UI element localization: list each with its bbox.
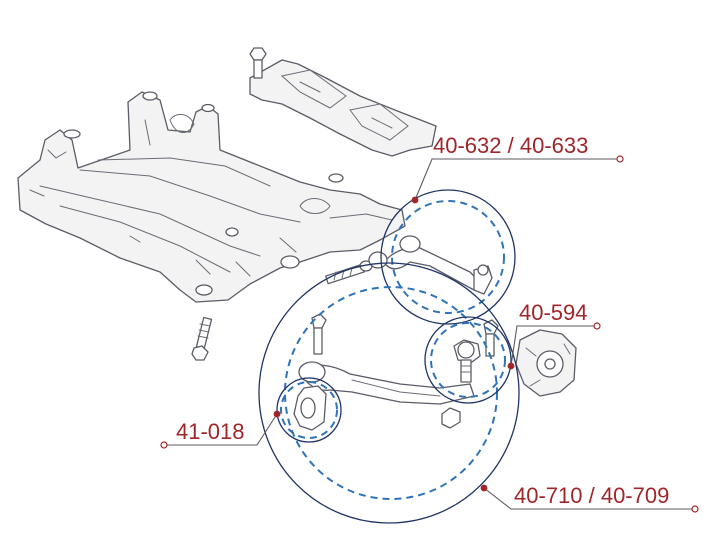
upper-control-arm xyxy=(368,235,493,295)
upper-arm-part-number: 40-632 / 40-633 xyxy=(433,133,589,158)
bushing-leader-end xyxy=(160,441,168,449)
lower-arm-outer-ring xyxy=(258,262,520,524)
lower-arm-part-number: 40-710 / 40-709 xyxy=(514,483,670,508)
upper-arm-leader xyxy=(414,158,617,201)
upper-arm-outer-ring xyxy=(380,189,516,325)
lower-arm-leader-dot xyxy=(480,484,488,492)
leader-lines xyxy=(160,155,699,513)
ball-joint-outer-ring xyxy=(424,316,512,404)
ball-joint xyxy=(453,339,481,383)
bushing-leader-dot xyxy=(273,410,281,418)
ball-joint-dashed-ring xyxy=(430,322,506,398)
ball-joint-bolt xyxy=(483,319,499,357)
lower-control-arm xyxy=(293,361,475,431)
ball-joint-leader xyxy=(510,325,594,367)
ball-joint-leader-end xyxy=(593,322,601,330)
upper-arm-leader-dot xyxy=(411,196,419,204)
upper-arm-leader-end xyxy=(616,155,624,163)
upper-arm-dashed-ring xyxy=(391,200,505,314)
bushing-leader xyxy=(167,413,278,446)
front-subframe xyxy=(17,91,406,303)
bushing-outer-ring xyxy=(276,377,342,443)
control-arm-bolt xyxy=(325,260,373,285)
ball-joint-leader-dot xyxy=(507,362,515,370)
lower-arm-leader-end xyxy=(691,505,699,513)
lower-arm-leader xyxy=(483,487,692,510)
bushing-part-number: 41-018 xyxy=(176,419,245,444)
rear-nut xyxy=(441,407,461,429)
arm-fixing-bolt xyxy=(311,313,327,355)
top-mount-bolt xyxy=(249,47,267,79)
bushing-dashed-ring xyxy=(280,381,338,439)
highlight-rings xyxy=(258,189,520,524)
lower-arm-dashed-ring xyxy=(284,286,498,500)
subframe-bolt xyxy=(191,316,213,361)
reinforcement-plate xyxy=(249,59,437,157)
wheel-hub-knuckle xyxy=(515,329,577,397)
ball-joint-part-number: 40-594 xyxy=(519,300,588,325)
